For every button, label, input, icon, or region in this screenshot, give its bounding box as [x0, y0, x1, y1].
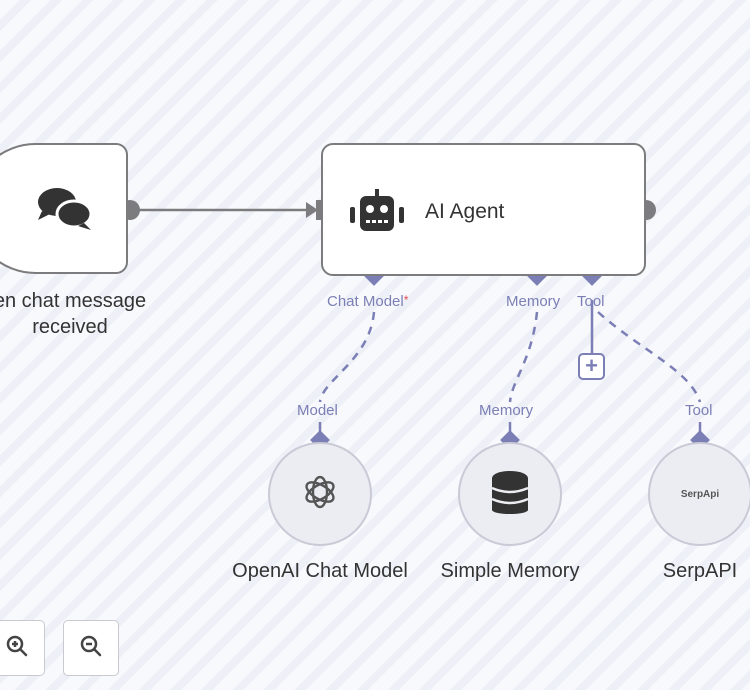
tool-input-label: Tool: [685, 402, 713, 419]
serpapi-node[interactable]: SerpApi: [648, 442, 750, 546]
label-line: en chat message: [0, 290, 147, 312]
simple-memory-node[interactable]: [458, 442, 562, 546]
chat-model-port-label: Chat Model*: [327, 293, 408, 310]
openai-chat-model-node[interactable]: [268, 442, 372, 546]
model-input-label: Model: [297, 402, 338, 419]
label-line: received: [32, 316, 108, 338]
required-marker: *: [403, 293, 409, 307]
simple-memory-label: Simple Memory: [440, 560, 580, 582]
zoom-in-icon: [5, 634, 29, 663]
chat-trigger-node[interactable]: [0, 143, 128, 274]
memory-connection[interactable]: [508, 311, 539, 403]
chat-bubbles-icon: [36, 187, 94, 238]
serpapi-label: SerpAPI: [662, 560, 738, 582]
openai-icon: [300, 472, 340, 517]
tool-connection[interactable]: [597, 311, 702, 403]
robot-icon: [348, 189, 406, 238]
memory-port-label: Memory: [506, 293, 561, 310]
port-label-text: Chat Model: [327, 293, 404, 310]
connection-arrow: [306, 202, 318, 218]
zoom-out-button[interactable]: [63, 620, 119, 676]
memory-input-label: Memory: [479, 402, 534, 419]
add-tool-button[interactable]: +: [578, 353, 605, 380]
chat-trigger-label: en chat message received: [0, 288, 170, 340]
openai-chat-model-label: OpenAI Chat Model: [232, 560, 408, 582]
agent-title: AI Agent: [425, 200, 505, 223]
tool-port-label: Tool: [577, 293, 605, 310]
zoom-out-icon: [79, 634, 103, 663]
ai-agent-node[interactable]: AI Agent: [321, 143, 646, 276]
database-icon: [490, 470, 530, 519]
model-connection[interactable]: [318, 311, 376, 403]
zoom-in-button[interactable]: [0, 620, 45, 676]
serpapi-logo: SerpApi: [680, 488, 720, 500]
